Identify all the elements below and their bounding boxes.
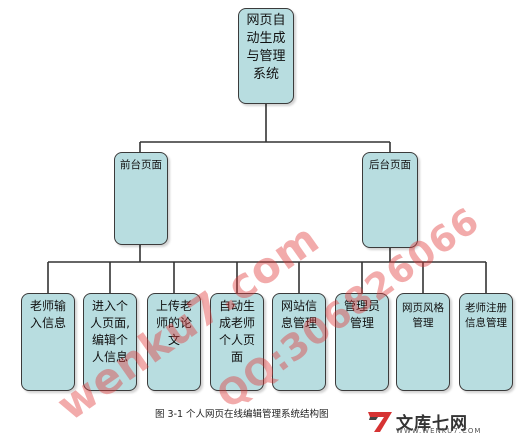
- leaf-label-line: 老师注册: [465, 302, 507, 314]
- leaf-label-line: 老师输: [29, 299, 66, 313]
- leaf-label-line: 个人页: [218, 333, 255, 347]
- leaf-label-line: 管理: [349, 316, 374, 330]
- figure-caption: 图 3-1 个人网页在线编辑管理系统结构图: [155, 409, 329, 420]
- leaf-label-line: 上传老: [155, 299, 192, 313]
- root-label-line: 动生成: [246, 31, 286, 46]
- root-node: 网页自 动生成 与管理 系统: [238, 8, 294, 104]
- leaf-node-style-management: 网页风格 管理: [396, 293, 450, 391]
- leaf-label-line: 师的论: [155, 316, 192, 330]
- leaf-label-line: 信息管理: [465, 317, 507, 329]
- leaf-label-line: 进入个: [91, 299, 128, 313]
- leaf-node-admin-management: 管理员 管理: [335, 293, 389, 391]
- back-pages-label: 后台页面: [369, 159, 411, 171]
- leaf-label-line: 人页面,: [90, 316, 130, 330]
- site-logo: 文库七网 WWW.WENKU7.COM: [366, 408, 480, 435]
- leaf-node-teacher-input: 老师输 入信息: [21, 293, 75, 391]
- root-label-line: 系统: [252, 67, 279, 82]
- front-pages-node: 前台页面: [114, 152, 168, 245]
- leaf-label-line: 管理员: [343, 299, 380, 313]
- leaf-label-line: 编辑个: [91, 333, 128, 347]
- back-pages-node: 后台页面: [362, 152, 418, 248]
- leaf-label-line: 面: [230, 350, 243, 364]
- leaf-label-line: 入信息: [29, 316, 66, 330]
- leaf-label-line: 网页风格: [402, 302, 444, 314]
- leaf-node-upload-paper: 上传老 师的论 文: [147, 293, 201, 391]
- leaf-label-line: 管理: [412, 317, 434, 329]
- leaf-label-line: 文: [167, 333, 180, 347]
- leaf-node-registration-management: 老师注册 信息管理: [459, 293, 513, 391]
- leaf-label-line: 成老师: [218, 316, 255, 330]
- root-label-line: 网页自: [246, 13, 286, 28]
- leaf-label-line: 自动生: [218, 299, 255, 313]
- logo-name: 文库七网: [396, 413, 468, 434]
- leaf-node-site-info-management: 网站信 息管理: [272, 293, 326, 391]
- leaf-label-line: 人信息: [91, 350, 128, 364]
- leaf-label-line: 网站信: [280, 299, 317, 313]
- front-pages-label: 前台页面: [120, 159, 162, 171]
- leaf-node-auto-generate-page: 自动生 成老师 个人页 面: [210, 293, 264, 391]
- seven-logo-icon: [368, 412, 392, 432]
- logo-url: WWW.WENKU7.COM: [396, 427, 482, 435]
- leaf-label-line: 息管理: [280, 316, 317, 330]
- root-label-line: 与管理: [246, 49, 286, 64]
- leaf-node-edit-personal-page: 进入个 人页面, 编辑个 人信息: [83, 293, 137, 391]
